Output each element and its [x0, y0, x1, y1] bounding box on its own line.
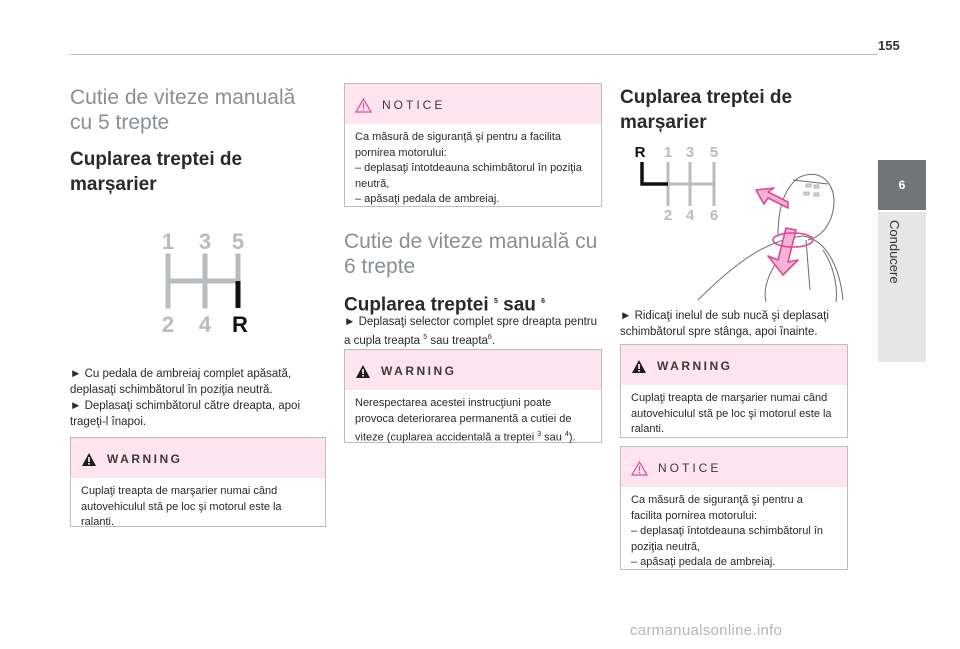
gear-diagram-6-speed: R 1 3 5 2 4 6 [635, 144, 844, 303]
warning-label: WARNING [657, 359, 733, 373]
warning-label: WARNING [107, 452, 183, 466]
col2-section-title-wrap: Cutie de viteze manuală cu 6 trepte [344, 229, 600, 279]
step-clutch: ► Cu pedala de ambreiaj complet apăsată,… [70, 368, 292, 396]
gear-2-label: 2 [664, 207, 672, 224]
gear-1-label: 1 [664, 144, 672, 161]
gear-reverse-label: R [635, 144, 646, 161]
notice-label: NOTICE [382, 98, 446, 112]
notice-text: Ca măsură de siguranţă şi pentru a facil… [355, 131, 582, 205]
warning-box-col3: WARNING Cuplaţi treapta de marşarier num… [620, 344, 848, 438]
gear-reverse-label: R [232, 312, 248, 337]
chapter-tab[interactable]: 6 [878, 160, 926, 210]
page-number: 155 [878, 38, 900, 53]
col3-subtitle-wrap: Cuplarea treptei de marșarier [620, 85, 860, 135]
gear-4-label: 4 [686, 207, 695, 224]
col3-step: ► Ridicaţi inelul de sub nucă şi deplasa… [620, 308, 852, 340]
notice-label: NOTICE [658, 461, 722, 475]
warning-box-col2: WARNING Nerespectarea acestei instrucţiu… [344, 349, 602, 444]
subtitle-reverse-6-speed: Cuplarea treptei de marșarier [620, 87, 793, 133]
subtitle-reverse-gear: Cuplarea treptei de marșarier [70, 149, 243, 195]
warning-text: Cuplaţi treapta de marşarier numai când … [81, 485, 282, 528]
warning-text: Nerespectarea acestei instrucţiuni poate… [355, 397, 576, 444]
gear-3-label: 3 [686, 144, 694, 161]
gear-6-label: 6 [710, 207, 718, 224]
footer-watermark[interactable]: carmanualsonline.info [630, 622, 783, 639]
warning-text: Cuplaţi treapta de marşarier numai când … [631, 392, 832, 435]
section-title-5-speed: Cutie de viteze manuală cu 5 trepte [70, 86, 296, 134]
step-lift-ring: ► Ridicaţi inelul de sub nucă şi deplasa… [620, 310, 829, 338]
gear-5-label: 5 [710, 144, 718, 161]
warning-icon [356, 364, 370, 378]
warning-header: WARNING [345, 350, 601, 390]
warning-icon [632, 359, 646, 373]
warning-header: WARNING [621, 345, 847, 385]
col2-subtitle-wrap: Cuplarea treptei 5 sau 6 [344, 289, 600, 317]
gear-diagram-5-speed: 1 3 5 2 4 R [162, 229, 248, 337]
warning-header: WARNING [71, 438, 325, 478]
notice-icon [631, 460, 648, 476]
header-rule [70, 54, 878, 55]
step-select-5-6: ► Deplasaţi selector complet spre dreapt… [344, 316, 598, 347]
col2-step: ► Deplasaţi selector complet spre dreapt… [344, 314, 600, 349]
warning-label: WARNING [381, 364, 457, 378]
col1-section-title-wrap: Cutie de viteze manuală cu 5 trepte [70, 85, 320, 135]
notice-icon [355, 97, 372, 113]
gear-2-label: 2 [162, 312, 174, 337]
gear-1-label: 1 [162, 229, 174, 254]
warning-box-col1: WARNING Cuplaţi treapta de marşarier num… [70, 437, 326, 528]
gear-4-label: 4 [199, 312, 212, 337]
notice-header: NOTICE [621, 447, 847, 487]
section-title-6-speed: Cutie de viteze manuală cu 6 trepte [344, 230, 598, 278]
notice-header: NOTICE [345, 84, 601, 124]
subtitle-gear-5-6: Cuplarea treptei 5 sau 6 [344, 294, 546, 316]
gear-lever-illustration [697, 173, 844, 303]
arrow-lift-ring-icon [755, 187, 814, 276]
step-move-right: ► Deplasaţi schimbătorul către dreapta, … [70, 400, 300, 428]
chapter-tab-strip [878, 212, 926, 362]
notice-box-col2: NOTICE Ca măsură de siguranţă şi pentru … [344, 83, 602, 207]
notice-box-col3: NOTICE Ca măsură de siguranţă şi pentru … [620, 446, 848, 570]
chapter-label: Conducere [887, 220, 902, 284]
gear-3-label: 3 [199, 229, 211, 254]
gear-5-label: 5 [232, 229, 244, 254]
warning-icon [82, 452, 96, 466]
col1-steps: ► Cu pedala de ambreiaj complet apăsată,… [70, 366, 322, 430]
notice-text: Ca măsură de siguranţă şi pentru a facil… [631, 494, 824, 568]
col1-subtitle-wrap: Cuplarea treptei de marșarier [70, 147, 320, 197]
